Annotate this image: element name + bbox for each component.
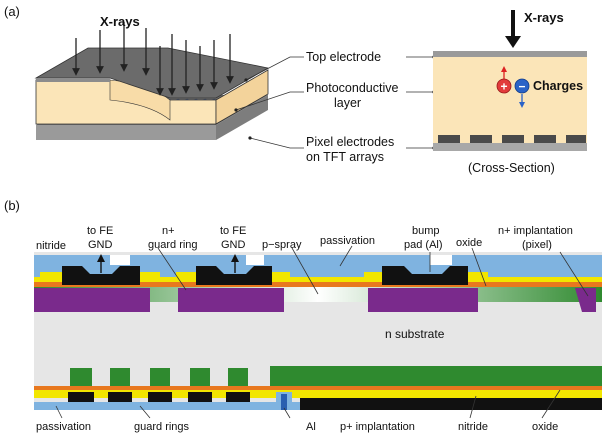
guard-ring-3: [150, 368, 170, 386]
n-implant-line2: (pixel): [522, 239, 552, 251]
pixel-electrodes-label-2: on TFT arrays: [306, 150, 384, 164]
n-substrate-label: n substrate: [385, 327, 445, 341]
bottom-passivation: [34, 402, 300, 410]
oxide-top-label: oxide: [456, 237, 482, 249]
photoconductive-label-1: Photoconductive: [306, 81, 398, 95]
photoconductive-label-2: layer: [334, 96, 361, 110]
metal-pad-2: [196, 266, 272, 285]
passivation-gap-1: [110, 255, 130, 265]
gnd-arrow-2-head: [231, 254, 239, 262]
n-implant-pixel: [368, 288, 478, 312]
to-fe-gnd-1-line1: to FE: [87, 225, 113, 237]
al-label: Al: [306, 421, 316, 433]
top-leader-lines: [157, 245, 589, 297]
nitride-bump-5: [364, 272, 382, 278]
electron-charge: [514, 78, 530, 94]
nitride-bump-1: [40, 272, 62, 278]
panel-a-label: (a): [4, 4, 20, 19]
pixel-electrodes-label-1: Pixel electrodes: [306, 135, 394, 149]
n-guard-ring-line1: n+: [162, 225, 175, 237]
detector-3d-block: [34, 47, 270, 140]
top-nitride: [34, 277, 602, 282]
bump-pad-line1: bump: [412, 225, 440, 237]
top-electrode-label: Top electrode: [306, 50, 381, 64]
n-implant-1: [34, 288, 150, 312]
passivation-top-label: passivation: [320, 235, 375, 247]
xray-big-arrow-head: [505, 36, 521, 48]
guard-ring-5: [228, 368, 248, 386]
photoconductor-side-face: [215, 69, 269, 125]
nitride-bump-4: [272, 272, 290, 278]
hole-arrow-head: [501, 66, 507, 72]
guard-rings-label: guard rings: [134, 421, 190, 433]
cross-section-substrate: [433, 143, 587, 151]
nitride-bottom-label: nitride: [458, 421, 488, 433]
gnd-arrow-1-head: [97, 254, 105, 262]
plus-sign: +: [500, 80, 507, 94]
cross-section-label: (Cross-Section): [468, 161, 555, 175]
bump-pad: [382, 266, 468, 285]
bottom-electrode-side-face: [216, 95, 268, 140]
minus-sign: −: [518, 80, 525, 94]
nitride-label-top: nitride: [36, 240, 66, 252]
guard-ring-1: [70, 368, 92, 386]
top-electrode-3d: [34, 47, 270, 99]
oxide-bottom-label: oxide: [532, 421, 558, 433]
passivation-bottom-label: passivation: [36, 421, 91, 433]
n-guard-ring-line2: guard ring: [148, 239, 198, 251]
metal-pad-1: [62, 266, 140, 285]
n-implant-2: [178, 288, 284, 312]
p-spray-label: p−spray: [262, 239, 302, 251]
nitride-bump-3: [176, 272, 196, 278]
xrays-label: X-rays: [100, 14, 140, 29]
panel-b-label: (b): [4, 198, 20, 213]
bottom-oxide-line: [34, 386, 602, 390]
electron-arrow-head: [519, 102, 525, 108]
bottom-electrode-front-face: [36, 125, 216, 140]
xray-arrows-3d: [72, 22, 234, 96]
passivation-gap-3: [430, 255, 452, 265]
to-fe-gnd-2-line2: GND: [221, 239, 246, 251]
n-implant-edge: [575, 288, 596, 312]
guard-ring-4: [190, 368, 210, 386]
cross-section-photoconductor: [433, 57, 587, 143]
guard-ring-2: [110, 368, 130, 386]
passivation-gap-2: [246, 255, 264, 265]
charges-label: Charges: [533, 79, 583, 93]
bottom-nitride: [34, 390, 602, 398]
al-contact: [281, 394, 287, 410]
bottom-leader-lines: [55, 389, 561, 419]
callout-lines: [235, 56, 434, 149]
p-implant-region: [270, 366, 602, 388]
bottom-layer-stack: [34, 366, 602, 410]
cross-section-pixel-electrodes: [438, 135, 586, 143]
top-electrode-edge: [36, 78, 110, 82]
top-oxide: [34, 282, 602, 287]
cross-section: [433, 51, 587, 151]
top-layer-stack: [34, 254, 602, 312]
to-fe-gnd-1-line2: GND: [88, 239, 113, 251]
to-fe-gnd-2-line1: to FE: [220, 225, 246, 237]
n-implant-line1: n+ implantation: [498, 225, 573, 237]
xrays-label-right: X-rays: [524, 10, 564, 25]
bottom-metal: [300, 398, 602, 410]
nitride-bump-2: [140, 272, 160, 278]
nitride-bump-6: [468, 272, 488, 278]
hole-charge: [496, 78, 512, 94]
p-implantation-label: p+ implantation: [340, 421, 415, 433]
bump-pad-line2: pad (Al): [404, 239, 443, 251]
cross-section-top-electrode: [433, 51, 587, 57]
